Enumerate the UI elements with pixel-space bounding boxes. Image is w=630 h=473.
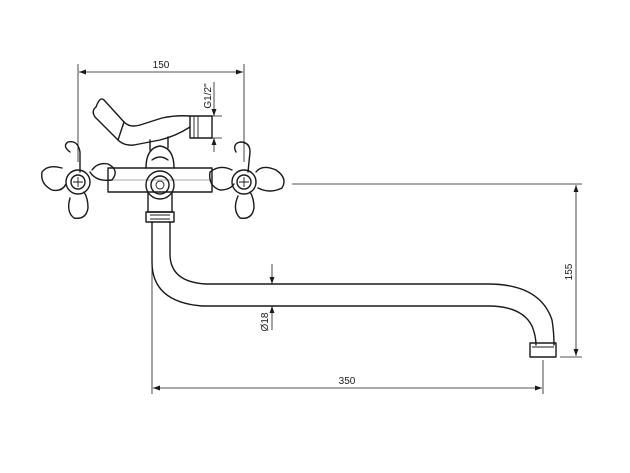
shower-lever — [92, 98, 213, 151]
right-cross-handle — [209, 141, 285, 219]
spout-pipe — [151, 221, 557, 358]
diverter-knob — [145, 170, 175, 200]
dimension-label-spout-length: 350 — [339, 376, 356, 387]
dimension-spout-length: 350 — [151, 262, 544, 394]
dimension-pipe-diameter: Ø18 — [260, 264, 275, 331]
dimension-label-thread: G1/2" — [203, 83, 214, 109]
dimension-label-pipe-diameter: Ø18 — [260, 312, 271, 331]
mixer-body — [107, 145, 213, 223]
dimension-thread: G1/2" — [200, 82, 222, 152]
dimension-label-top-width: 150 — [153, 60, 170, 71]
dimension-top-width: 150 — [77, 60, 245, 162]
dimension-height: 155 — [292, 183, 582, 358]
left-cross-handle — [41, 141, 116, 219]
dimension-label-height: 155 — [564, 263, 575, 280]
